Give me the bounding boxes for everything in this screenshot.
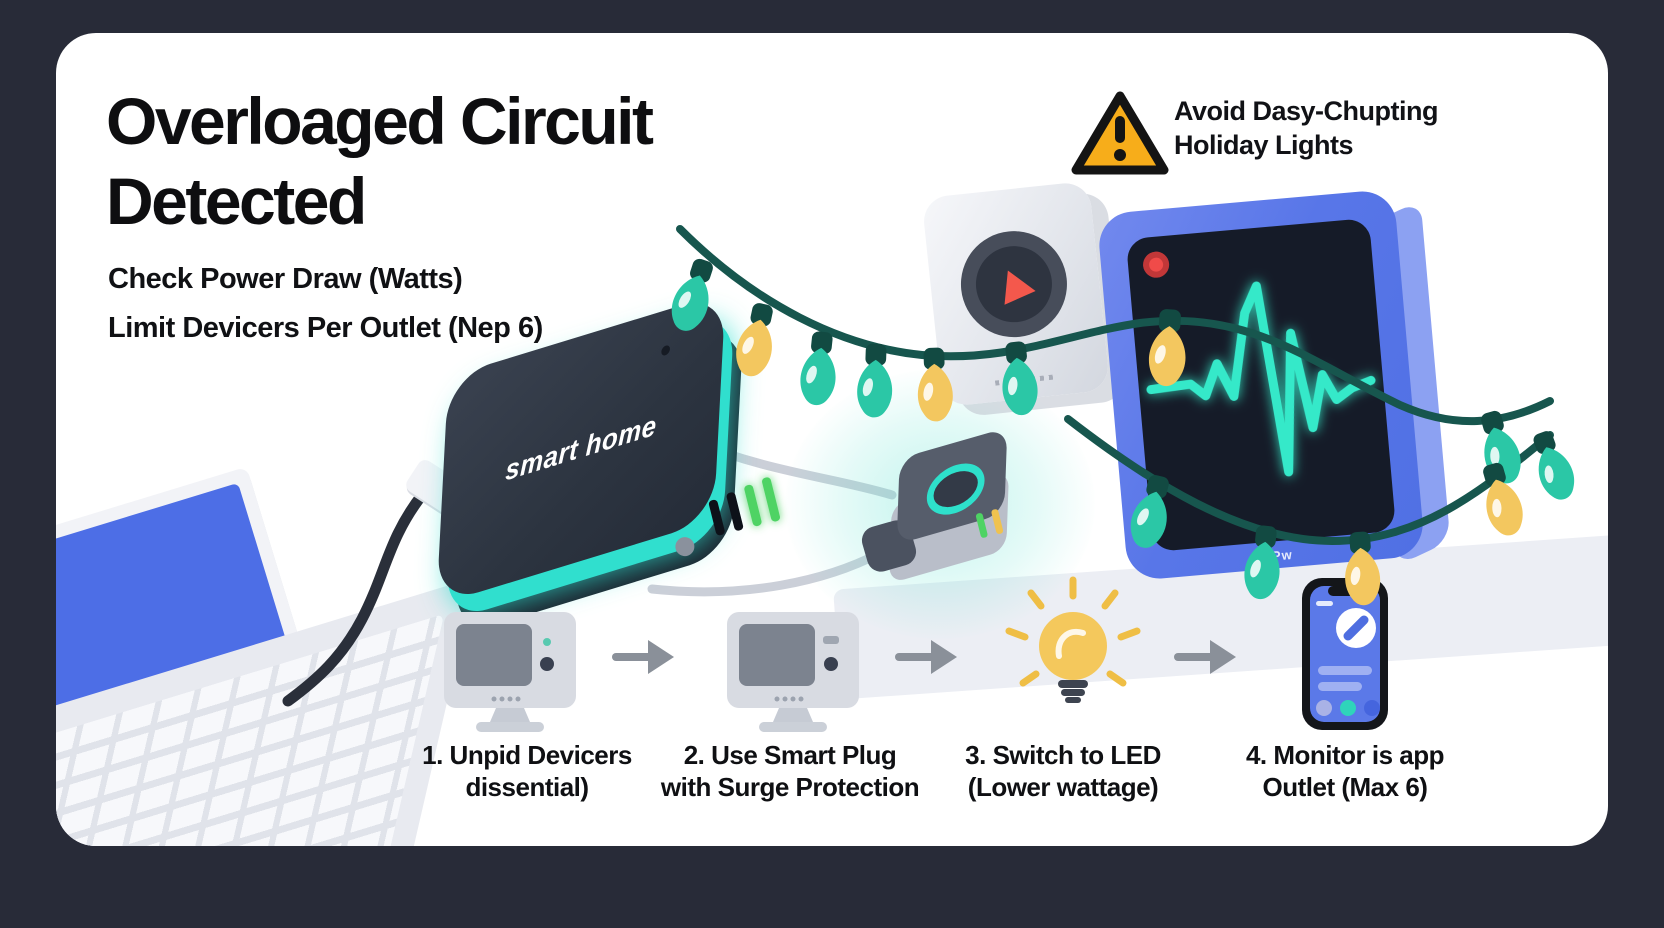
title-line-1: Overloaged Circuit	[106, 84, 654, 158]
warning-triangle-icon	[1070, 89, 1170, 182]
page-title: Overloaged Circuit Detected	[106, 81, 654, 241]
dial-caption-dots	[994, 374, 1054, 386]
infographic-card: smart home	[56, 33, 1608, 846]
arrow-right-icon	[1174, 640, 1236, 674]
hub-label: smart home	[504, 408, 658, 488]
plug-power-ring-icon	[926, 456, 986, 522]
step-caption-line: 1. Unpid Devicers	[422, 740, 632, 770]
step-caption-line: dissential)	[465, 772, 589, 802]
step-caption-4: 4. Monitor is app Outlet (Max 6)	[1190, 739, 1500, 803]
step-caption-line: 2. Use Smart Plug	[683, 740, 897, 770]
subtitle-power-draw: Check Power Draw (Watts)	[108, 263, 463, 295]
step-caption-line: 4. Monitor is app	[1245, 740, 1445, 770]
step-caption-3: 3. Switch to LED (Lower wattage)	[908, 739, 1218, 803]
step-caption-line: 3. Switch to LED	[965, 740, 1161, 770]
warning-line-1: Avoid Dasy-Chupting	[1174, 96, 1439, 126]
warning-text: Avoid Dasy-Chupting Holiday Lights	[1174, 94, 1439, 162]
step-caption-line: (Lower wattage)	[967, 772, 1159, 802]
warning-line-2: Holiday Lights	[1174, 130, 1354, 160]
arrow-right-icon	[612, 640, 674, 674]
monitor-screen	[1125, 217, 1397, 553]
step-caption-2: 2. Use Smart Plug with Surge Protection	[635, 739, 945, 803]
subtitle-limit-devices: Limit Devicers Per Outlet (Nep 6)	[108, 312, 543, 344]
led-bar	[708, 499, 726, 537]
hub-indicator-dot	[661, 344, 671, 357]
arrow-right-icon	[895, 640, 957, 674]
power-monitor: 0 Pw	[1096, 188, 1451, 582]
dial-device	[921, 180, 1111, 408]
smart-plug	[858, 427, 1046, 595]
led-bar	[743, 483, 763, 527]
led-bar	[725, 491, 744, 532]
led-bar	[761, 476, 781, 523]
dial-ring	[955, 225, 1073, 343]
step-caption-line: Outlet (Max 6)	[1262, 772, 1428, 802]
title-line-2: Detected	[106, 164, 367, 238]
dial-face	[972, 242, 1056, 326]
dial-warning-triangle-icon	[992, 263, 1036, 305]
step-caption-line: with Surge Protection	[660, 772, 920, 802]
step-caption-1: 1. Unpid Devicers dissential)	[372, 739, 682, 803]
monitor-front: 0 Pw	[1096, 188, 1426, 582]
